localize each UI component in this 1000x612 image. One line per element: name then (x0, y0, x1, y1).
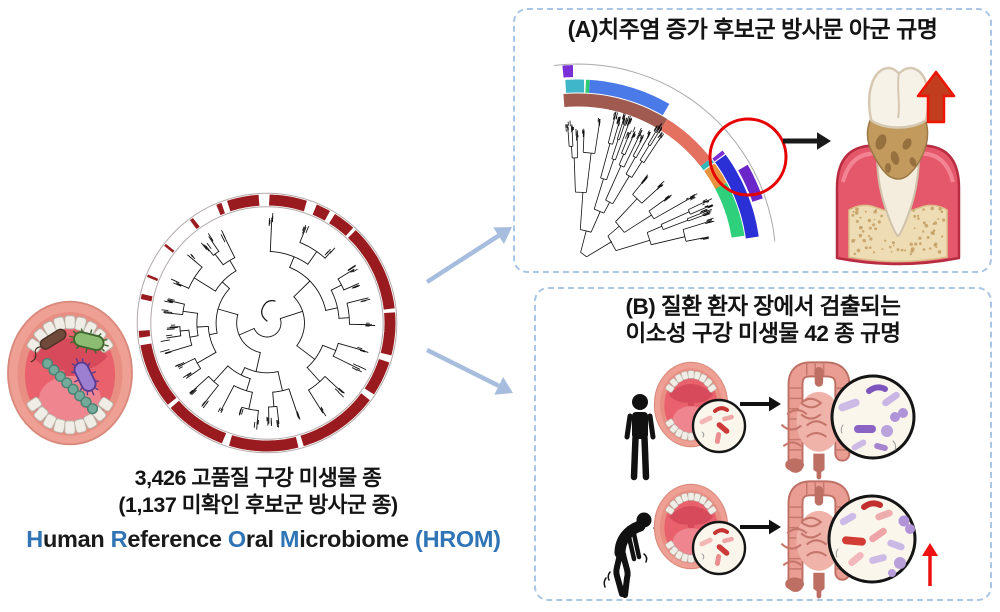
hrom-title: Human Reference Oral Microbiome (HROM) (0, 526, 527, 553)
hrom-acronym: (HROM) (415, 526, 501, 552)
panel-b-title-line1: (B) 질환 환자 장에서 검출되는 (625, 294, 901, 319)
intestine-icon-healthy (780, 361, 851, 480)
panel-b-title-line2: 이소성 구강 미생물 42 종 규명 (625, 321, 901, 346)
hrom-letter-m: M (279, 526, 300, 552)
panel-b (534, 287, 992, 601)
oral-bacteria-icons (30, 328, 109, 415)
circular-phylogenetic-tree (136, 192, 398, 454)
hrom-letter-r: R (110, 526, 128, 552)
hrom-text: ral (245, 526, 280, 552)
hrom-text: uman (42, 526, 111, 552)
candidate-count-caption: (1,137 미확인 후보군 방사군 종) (118, 493, 398, 517)
fan-phylogenetic-tree-with-taxa-rings (553, 63, 788, 258)
arrow-to-panel-a (425, 227, 512, 284)
species-count-caption: 3,426 고품질 구강 미생물 종 (134, 466, 382, 490)
fan-dendrogram (565, 111, 715, 258)
radial-dendrogram (160, 212, 376, 430)
hrom-text: eference (127, 526, 228, 552)
tooth-increase-arrow-icon (916, 70, 956, 124)
standing-person-icon (624, 394, 656, 481)
oral-bacteria-lens-healthy (691, 398, 747, 454)
gut-bacteria-lens-healthy (830, 374, 916, 460)
hrom-text: icrobiome (299, 526, 416, 552)
gut-bacteria-lens-diseased (827, 494, 917, 584)
hrom-letter-o: O (227, 526, 246, 552)
oral-cavity-bacteria-illustration (7, 300, 133, 446)
bent-sick-person-icon (603, 512, 661, 598)
taxa-presence-ring (136, 192, 398, 454)
arrow-to-panel-b (425, 347, 513, 395)
highlight-circle (708, 117, 788, 197)
taxa-annotation-rings (553, 63, 776, 242)
periodontitis-tooth-illustration (835, 66, 961, 266)
hrom-letter-h: H (26, 526, 43, 552)
oral-bacteria-lens-diseased (691, 520, 747, 576)
panel-a-title: (A)치주염 증가 후보군 방사문 아군 규명 (567, 16, 938, 42)
